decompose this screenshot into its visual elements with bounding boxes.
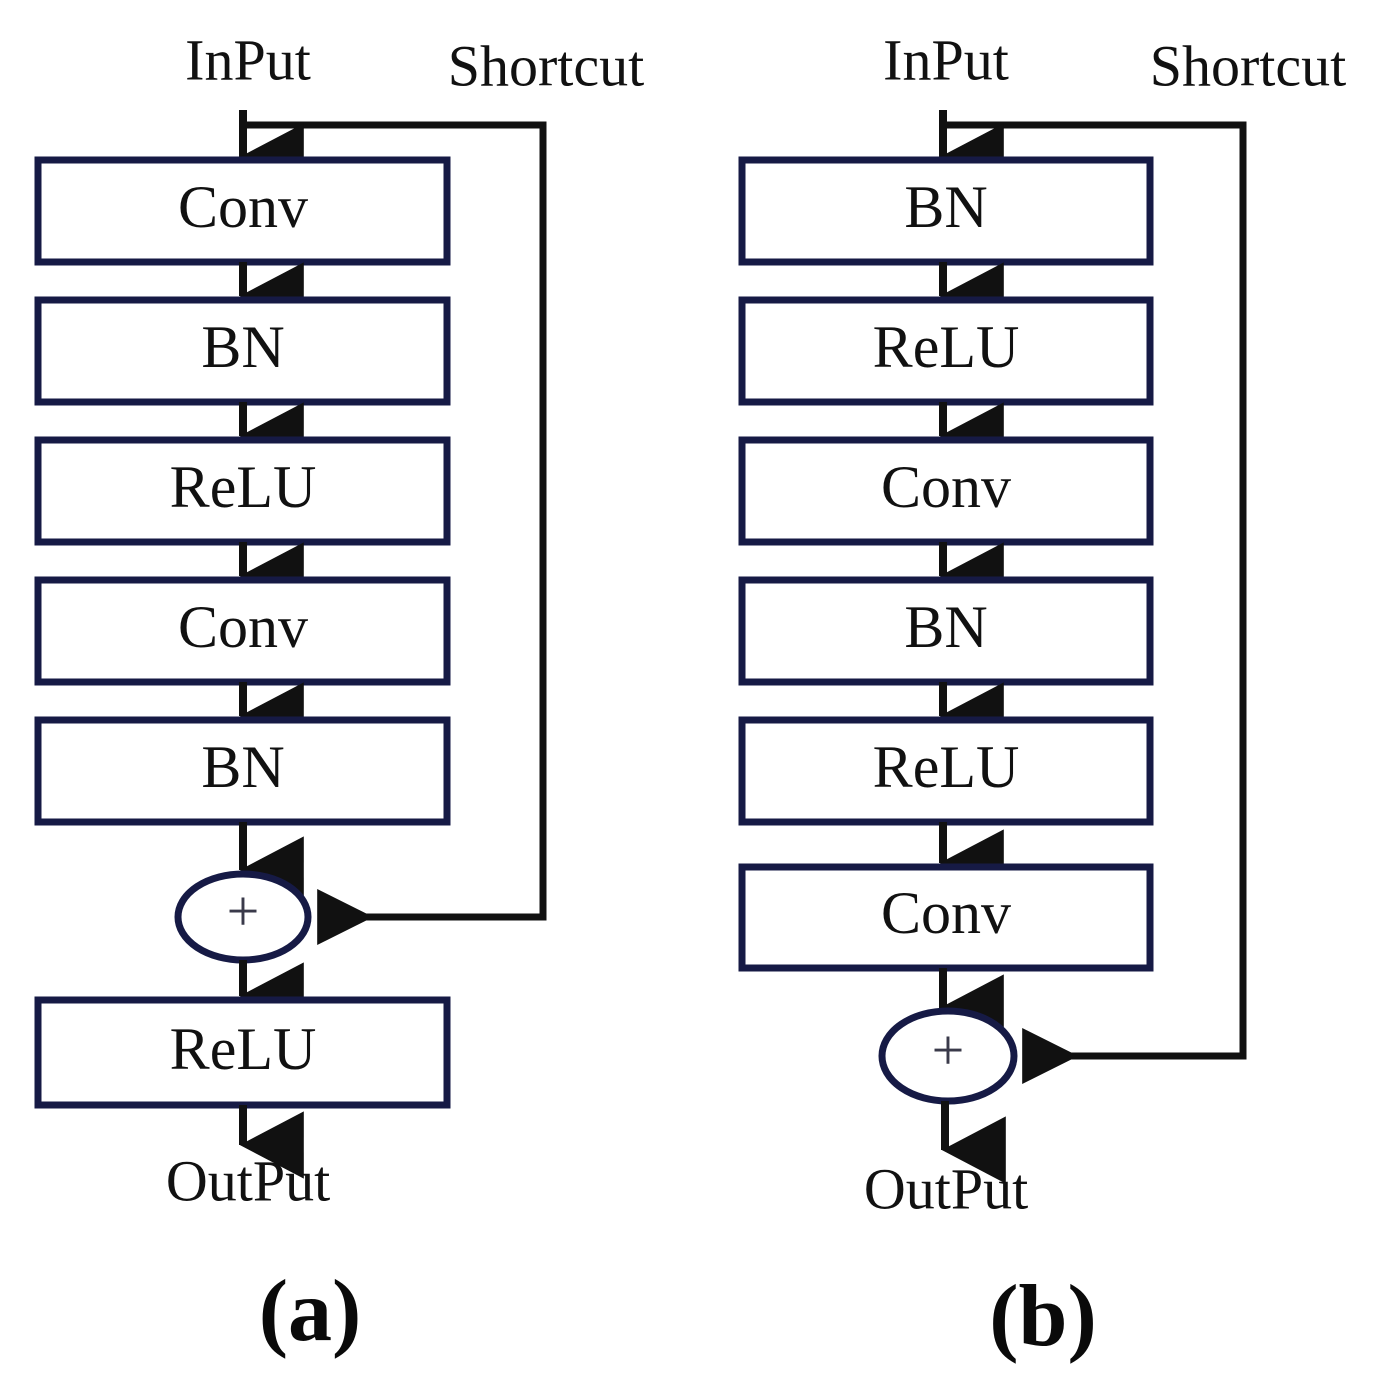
panel-a-block-3[interactable]: [34, 436, 451, 546]
panel-b-block-1-label: BN: [904, 174, 987, 240]
panel-b-block-5-label: ReLU: [873, 734, 1020, 800]
panel-b-block-1[interactable]: [738, 156, 1154, 266]
panel-a-block-3-label: ReLU: [170, 454, 317, 520]
panel-a-block-1-label: Conv: [178, 174, 308, 240]
panel-b-block-6-label: Conv: [881, 880, 1011, 946]
panel-b: InPut Shortcut BN ReLU Conv BN: [738, 27, 1347, 1365]
panel-a-sum-symbol: +: [227, 878, 260, 943]
panel-a-block-5[interactable]: [34, 716, 451, 826]
panel-b-caption: (b): [989, 1268, 1097, 1365]
panel-a-output-label: OutPut: [166, 1148, 330, 1213]
panel-a-block-5-label: BN: [201, 734, 284, 800]
panel-b-output-label: OutPut: [864, 1156, 1028, 1221]
panel-b-input-label: InPut: [883, 27, 1009, 92]
panel-b-shortcut-label: Shortcut: [1150, 33, 1347, 98]
panel-a-input-label: InPut: [185, 27, 311, 92]
panel-a-shortcut-label: Shortcut: [448, 33, 645, 98]
panel-b-block-4-label: BN: [904, 594, 987, 660]
panel-a-caption: (a): [259, 1263, 362, 1360]
panel-a-block-6-label: ReLU: [170, 1016, 317, 1082]
panel-a-shortcut-path: [243, 121, 547, 945]
panel-b-block-2-label: ReLU: [873, 314, 1020, 380]
panel-a-block-2-label: BN: [201, 314, 284, 380]
panel-b-block-6[interactable]: [738, 863, 1154, 972]
panel-a-block-1[interactable]: [34, 156, 451, 266]
panel-a-block-4[interactable]: [34, 576, 451, 686]
panel-a: InPut Shortcut Conv BN ReLU Conv: [34, 27, 645, 1360]
panel-b-shortcut-path: [943, 121, 1247, 1084]
panel-a-block-4-label: Conv: [178, 594, 308, 660]
panel-b-sum-symbol: +: [932, 1017, 965, 1082]
panel-a-block-6[interactable]: [34, 996, 451, 1109]
panel-a-block-2[interactable]: [34, 296, 451, 406]
panel-b-block-3[interactable]: [738, 436, 1154, 546]
panel-b-block-3-label: Conv: [881, 454, 1011, 520]
